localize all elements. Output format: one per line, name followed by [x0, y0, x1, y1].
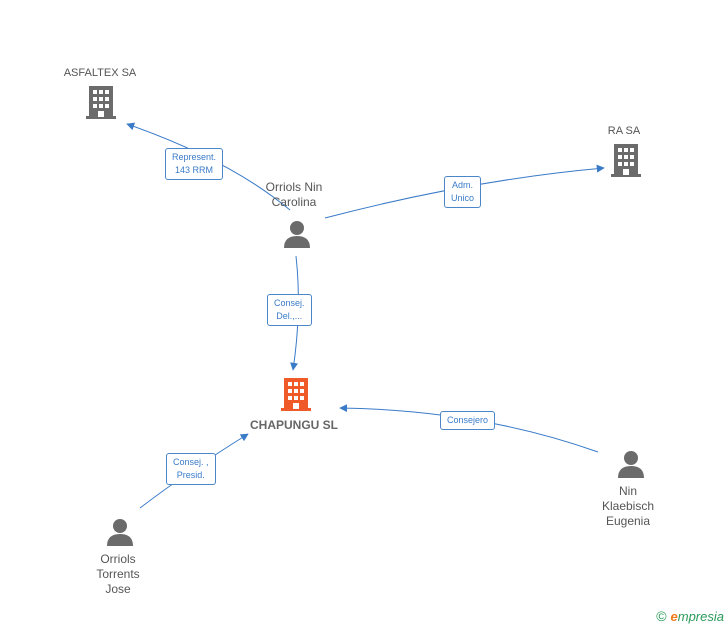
edge-label-line: 143 RRM [175, 165, 214, 175]
node-label-nin-klaebisch[interactable]: Nin Klaebisch Eugenia [588, 484, 668, 529]
edge-label-line: Consejero [447, 415, 489, 425]
node-label-line: Jose [105, 582, 131, 596]
edge-label-consej-del[interactable]: Consej. Del.,... [267, 294, 312, 326]
node-label-line: Carolina [271, 195, 317, 209]
node-label-orriols-torrents[interactable]: Orriols Torrents Jose [78, 552, 158, 597]
edge-label-consejero[interactable]: Consejero [440, 411, 496, 430]
person-icon-orriols-nin [284, 221, 310, 248]
node-label-line: Klaebisch [601, 499, 655, 513]
edge-label-line: Consej. , [173, 457, 209, 467]
edge-label-adm[interactable]: Adm. Unico [444, 176, 482, 208]
node-label-line: Eugenia [605, 514, 651, 528]
footer-brand: ©empresia [656, 608, 724, 624]
edge-label-line: Consej. [274, 298, 305, 308]
edge-label-line: Adm. [452, 180, 474, 190]
edge-label-line: Presid. [176, 470, 205, 480]
node-label-orriols-nin[interactable]: Orriols Nin Carolina [244, 180, 344, 210]
person-icon-nin-klaebisch [618, 451, 644, 478]
node-label-line: Torrents [96, 567, 140, 581]
node-label-asfaltex[interactable]: ASFALTEX SA [63, 67, 137, 79]
edge-label-line: Represent. [172, 152, 217, 162]
edge-label-line: Del.,... [276, 311, 303, 321]
building-icon-ra [611, 144, 641, 177]
node-label-ra[interactable]: RA SA [607, 125, 641, 137]
brand-logo-e: e [670, 609, 678, 624]
building-icon-chapungu [281, 378, 311, 411]
node-label-line: Nin [618, 484, 637, 498]
copyright-symbol: © [656, 608, 667, 624]
node-label-line: Orriols [100, 552, 136, 566]
building-icon-asfaltex [86, 86, 116, 119]
node-label-line: Orriols Nin [265, 180, 323, 194]
person-icon-orriols-torrents [107, 519, 133, 546]
node-label-chapungu[interactable]: CHAPUNGU SL [249, 418, 338, 432]
brand-name: mpresia [677, 609, 724, 624]
edge-label-line: Unico [451, 193, 475, 203]
edge-label-consej-presid[interactable]: Consej. , Presid. [166, 453, 216, 485]
edge-label-represent[interactable]: Represent. 143 RRM [165, 148, 224, 180]
